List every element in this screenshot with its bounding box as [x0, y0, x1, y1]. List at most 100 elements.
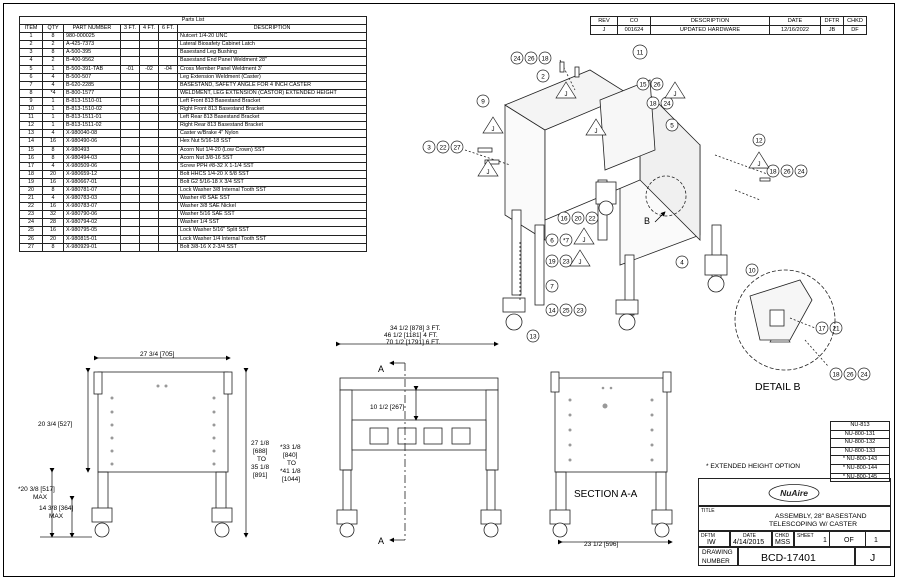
svg-text:18: 18 — [649, 101, 657, 108]
svg-text:5: 5 — [670, 123, 674, 130]
nu-model: NU-800-131 — [830, 429, 890, 440]
dim-tele-3: TO — [257, 456, 266, 463]
balloon-3: 3 — [422, 140, 436, 154]
svg-text:24: 24 — [663, 101, 671, 108]
section-cut-a-top: A — [378, 364, 384, 374]
dim-len-6ft: 70 1/2 [1791] 6 FT. — [386, 339, 440, 346]
isometric-exploded-view — [464, 59, 771, 331]
svg-text:4: 4 — [680, 260, 684, 267]
nu-model: * NU-800-144 — [830, 463, 890, 474]
svg-text:16: 16 — [560, 216, 568, 223]
nuaire-logo: NuAire — [768, 484, 820, 502]
svg-text:J: J — [487, 170, 490, 176]
svg-text:J: J — [583, 238, 586, 244]
svg-text:24: 24 — [860, 372, 868, 379]
dim-tele-1: 27 1/8 — [251, 440, 269, 447]
balloon-10: 10 — [745, 263, 759, 277]
svg-text:3: 3 — [427, 145, 431, 152]
svg-text:25: 25 — [562, 308, 570, 315]
dim-star-5: [1044] — [282, 476, 300, 483]
balloon-13: 13 — [526, 329, 540, 343]
svg-text:12: 12 — [755, 138, 763, 145]
date-cell: DATE 4/14/2015 — [730, 531, 772, 547]
nu-row: NU-813 — [830, 421, 890, 431]
balloon-18a: 18 — [538, 51, 552, 65]
section-cut-a-bottom: A — [378, 536, 384, 546]
extended-height-note: * EXTENDED HEIGHT OPTION — [706, 463, 801, 470]
nu-row: * NU-800-144 — [830, 463, 890, 474]
svg-text:14: 14 — [548, 308, 556, 315]
balloon-26c: 26 — [780, 164, 794, 178]
svg-text:2: 2 — [541, 74, 545, 81]
balloon-17: 17 — [815, 321, 829, 335]
dim-tele-2: [688] — [253, 448, 268, 455]
sheet-border — [3, 3, 895, 577]
svg-text:26: 26 — [653, 82, 661, 89]
drawing-label-2: NUMBER — [702, 558, 730, 565]
side-view-dimensions: 34 1/2 [878] 3 FT. 46 1/2 [1181] 4 FT. 7… — [370, 325, 441, 546]
svg-text:26: 26 — [527, 56, 535, 63]
nu-model: * NU-800-145 — [830, 472, 890, 483]
sheet-value: 1 — [823, 537, 827, 544]
balloon-star7: *7 — [559, 233, 573, 247]
svg-text:24: 24 — [513, 56, 521, 63]
svg-text:22: 22 — [588, 216, 596, 223]
svg-text:J: J — [565, 92, 568, 98]
balloon-22b: 22 — [585, 211, 599, 225]
svg-text:10: 10 — [748, 268, 756, 275]
drawing-label-1: DRAWING — [702, 549, 733, 556]
dim-ext-height-max: MAX — [33, 494, 48, 501]
dim-mid-height: 10 1/2 [267] — [370, 404, 405, 411]
parts-header-description: DESCRIPTION — [177, 24, 367, 34]
dim-star-1: *33 1/8 — [280, 444, 301, 451]
balloon-18b: 18 — [646, 96, 660, 110]
title-line-1: ASSEMBLY, 28" BASESTAND — [775, 513, 867, 520]
balloon-2: 2 — [536, 69, 550, 83]
drawing-number-label-cell: DRAWING NUMBER — [698, 547, 738, 566]
logo-cell: NuAire — [698, 478, 891, 506]
title-cell: TITLE ASSEMBLY, 28" BASESTAND TELESCOPIN… — [698, 506, 891, 531]
parts-cell: BASESTAND, SAFETY ANGLE FOR 4 INCH CASTE… — [177, 80, 367, 90]
item-balloons: 11 24 26 18 2 15 26 18 24 9 5 12 3 22 27… — [422, 44, 871, 381]
rev-triangle-7: J — [573, 227, 595, 245]
balloon-25: 25 — [559, 303, 573, 317]
nu-row: NU-800-133 — [830, 446, 890, 457]
dim-tele-5: [891] — [253, 472, 268, 479]
balloon-22a: 22 — [436, 140, 450, 154]
balloon-19: 19 — [545, 254, 559, 268]
svg-text:18: 18 — [769, 169, 777, 176]
balloon-26b: 26 — [650, 77, 664, 91]
balloon-27: 27 — [450, 140, 464, 154]
svg-text:NuAire: NuAire — [780, 488, 808, 498]
dim-min-height: 14 3/8 [364] — [39, 505, 74, 512]
side-view — [336, 341, 502, 543]
nu-row: * NU-800-143 — [830, 455, 890, 465]
rev-triangle-6: J — [748, 151, 770, 169]
balloon-9: 9 — [476, 94, 490, 108]
nu-model: * NU-800-143 — [830, 455, 890, 465]
parts-list-table: Parts List ITEM QTY PART NUMBER 3 FT. 4 … — [19, 15, 367, 252]
balloon-18d: 18 — [829, 367, 843, 381]
svg-text:13: 13 — [529, 334, 537, 341]
rev-triangle-3: J — [482, 116, 504, 134]
svg-text:7: 7 — [550, 284, 554, 291]
balloon-23b: 23 — [573, 303, 587, 317]
svg-text:9: 9 — [481, 99, 485, 106]
section-a-a-view — [549, 371, 673, 545]
title-label: TITLE — [701, 508, 715, 514]
date-label: DATE — [743, 533, 756, 539]
revision-table: REV CO DESCRIPTION DATE DFTR CHKD J 0016… — [590, 16, 867, 35]
svg-text:23: 23 — [562, 259, 570, 266]
of-cell: OF — [830, 531, 866, 547]
of-value-cell: 1 — [866, 531, 891, 547]
sheet-cell: SHEET 1 — [794, 531, 830, 547]
balloon-26d: 26 — [843, 367, 857, 381]
balloon-20: 20 — [571, 211, 585, 225]
